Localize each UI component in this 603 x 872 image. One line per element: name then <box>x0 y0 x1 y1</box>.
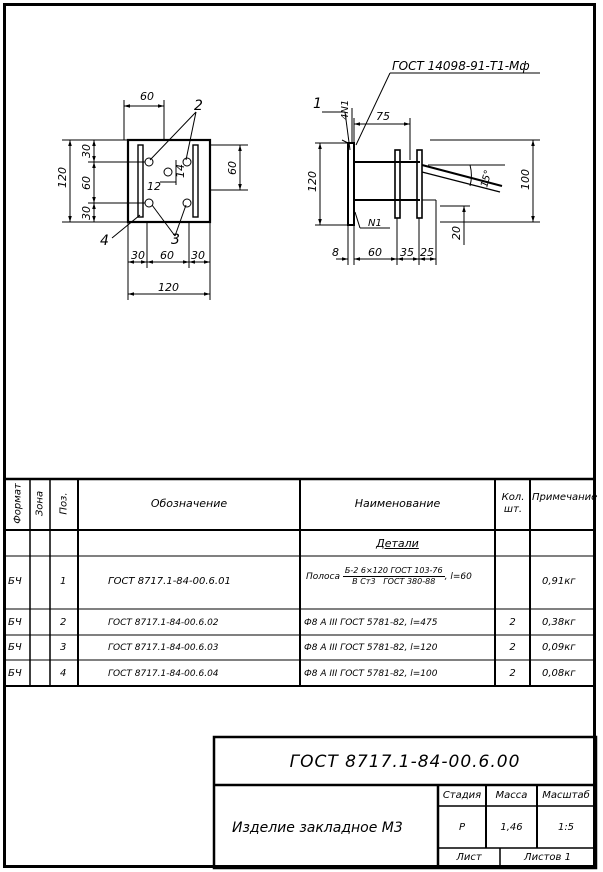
row4-format: БЧ <box>8 668 22 679</box>
row3-note: 0,09кг <box>542 642 576 653</box>
dim-right-height: 60 <box>226 161 239 175</box>
row4-name: Ф8 А III ГОСТ 5781-82, l=100 <box>304 669 438 679</box>
section-mark: N1 <box>368 218 382 229</box>
side-plate <box>347 142 355 226</box>
callout-4: 4 <box>100 233 109 249</box>
header-name: Наименование <box>354 497 441 510</box>
row3-pos: 3 <box>60 642 67 653</box>
bar-right <box>192 144 199 218</box>
dim-side-height: 120 <box>306 171 319 192</box>
row1-frac-bot-b: ГОСТ 380-88 <box>383 577 436 586</box>
row1-name-suffix: , l=60 <box>444 572 472 582</box>
dim-top-offset: 75 <box>376 110 390 123</box>
row1-fraction: Б-2 6×120 ГОСТ 103-76 В Ст3 ГОСТ 380-88 <box>342 566 445 587</box>
dim-bottom-left: 30 <box>131 249 145 262</box>
stage-value: Р <box>458 822 466 833</box>
gost-note: ГОСТ 14098-91-Т1-Мф <box>392 59 530 73</box>
left-view-labels: 60 120 30 60 30 60 12 14 30 60 30 120 2 … <box>56 90 239 294</box>
row4-designation: ГОСТ 8717.1-84-00.6.04 <box>108 669 219 679</box>
anchor-bar-1 <box>394 149 401 219</box>
technical-drawing: 60 120 30 60 30 60 12 14 30 60 30 120 2 … <box>56 59 540 300</box>
dim-top-width: 60 <box>140 90 154 103</box>
dim-b4: 25 <box>420 246 434 259</box>
callout-2: 2 <box>194 98 203 114</box>
section-title: Детали <box>376 537 419 550</box>
row1-note: 0,91кг <box>542 576 576 587</box>
row1-name: Полоса Б-2 6×120 ГОСТ 103-76 В Ст3 ГОСТ … <box>306 566 494 587</box>
header-qty: Кол. шт. <box>501 492 525 515</box>
sheet-label: Лист <box>456 852 482 863</box>
weld-note: 4N1 <box>340 100 351 120</box>
callout-3: 3 <box>171 232 180 248</box>
dim-overall-height: 120 <box>56 167 69 188</box>
dim-hole-offset: 14 <box>174 164 187 178</box>
anchor-bar-2 <box>416 149 423 219</box>
row4-qty: 2 <box>509 668 516 679</box>
dim-seg-mid: 60 <box>80 176 93 190</box>
bar-left <box>137 144 144 218</box>
dim-bottom-mid: 60 <box>160 249 174 262</box>
dim-b1: 8 <box>332 246 339 259</box>
mass-value: 1,46 <box>500 822 523 833</box>
dim-seg-bot: 30 <box>80 206 93 220</box>
row2-pos: 2 <box>60 617 67 628</box>
dim-tail: 20 <box>450 226 463 240</box>
dim-bottom-total: 120 <box>158 281 179 294</box>
dim-b2: 60 <box>368 246 382 259</box>
mass-label: Масса <box>495 790 528 801</box>
scale-value: 1:5 <box>557 822 575 833</box>
stage-label: Стадия <box>442 790 482 801</box>
header-note: Примечание <box>532 492 598 503</box>
hole-center <box>163 167 173 177</box>
row2-designation: ГОСТ 8717.1-84-00.6.02 <box>108 618 219 628</box>
dim-right-height-100: 100 <box>519 169 532 190</box>
dim-hole-spacing: 12 <box>147 180 161 193</box>
row3-qty: 2 <box>509 642 516 653</box>
row1-designation: ГОСТ 8717.1-84-00.6.01 <box>108 576 231 587</box>
hole-tr <box>182 157 192 167</box>
scale-label: Масштаб <box>542 790 590 801</box>
hole-br <box>182 198 192 208</box>
row4-pos: 4 <box>60 668 67 679</box>
row1-format: БЧ <box>8 576 22 587</box>
row4-note: 0,08кг <box>542 668 576 679</box>
callout-1: 1 <box>313 96 322 112</box>
row1-frac-top: Б-2 6×120 ГОСТ 103-76 <box>342 566 445 577</box>
hole-bl <box>144 198 154 208</box>
right-view-labels: ГОСТ 14098-91-Т1-Мф 4N1 1 75 120 15° 100… <box>306 59 532 259</box>
dim-b3: 35 <box>400 246 414 259</box>
row1-pos: 1 <box>60 576 67 587</box>
dim-seg-top: 30 <box>80 144 93 158</box>
header-designation: Обозначение <box>150 497 228 510</box>
header-format: Формат <box>12 483 24 524</box>
row2-note: 0,38кг <box>542 617 576 628</box>
row2-name: Ф8 А III ГОСТ 5781-82, l=475 <box>304 618 438 628</box>
row2-qty: 2 <box>509 617 516 628</box>
dim-bottom-right: 30 <box>191 249 205 262</box>
row3-name: Ф8 А III ГОСТ 5781-82, l=120 <box>304 643 438 653</box>
product-name: Изделие закладное М3 <box>232 820 403 836</box>
row1-name-prefix: Полоса <box>306 572 340 582</box>
row2-format: БЧ <box>8 617 22 628</box>
right-view <box>315 72 540 265</box>
row1-frac-bot-a: В Ст3 <box>352 577 376 586</box>
header-pos: Поз. <box>58 492 70 515</box>
row3-format: БЧ <box>8 642 22 653</box>
row3-designation: ГОСТ 8717.1-84-00.6.03 <box>108 643 219 653</box>
document-code: ГОСТ 8717.1-84-00.6.00 <box>289 752 521 772</box>
left-view <box>62 100 248 300</box>
header-zone: Зона <box>34 490 46 517</box>
sheets-label: Листов 1 <box>524 852 571 863</box>
row1-frac-bottom: В Ст3 ГОСТ 380-88 <box>343 577 445 587</box>
hole-tl <box>144 157 154 167</box>
dim-angle: 15° <box>479 169 494 189</box>
